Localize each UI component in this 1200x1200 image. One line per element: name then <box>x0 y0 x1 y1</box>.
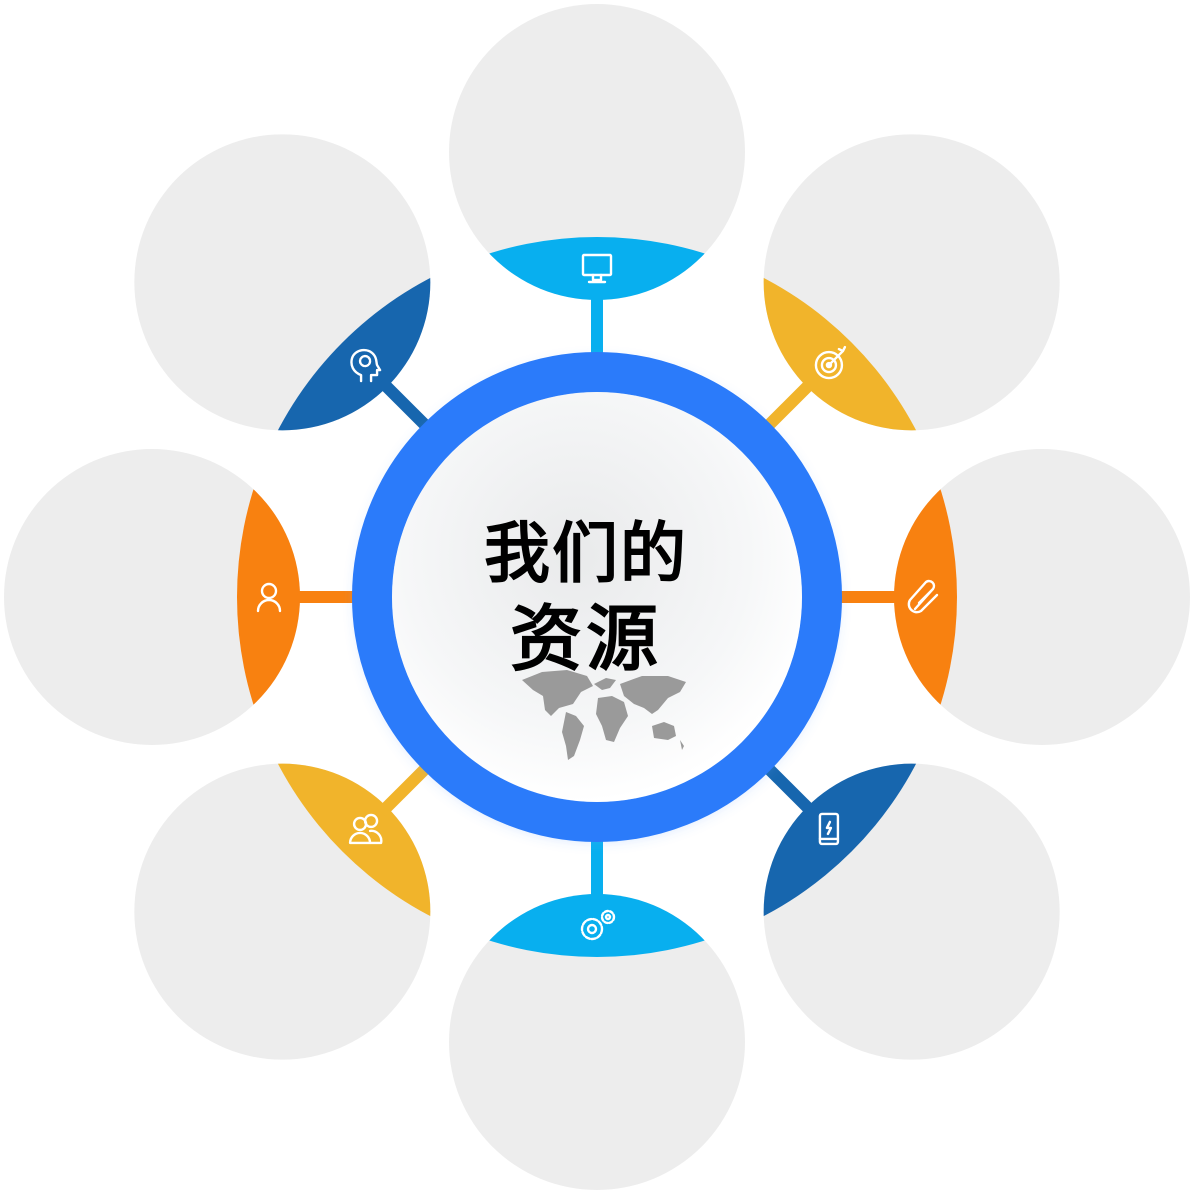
map-landmass <box>562 712 584 760</box>
target-icon <box>814 345 847 380</box>
bubble-bottom <box>449 894 745 1190</box>
user-icon <box>256 582 282 613</box>
users-icon <box>348 813 383 845</box>
map-landmass <box>652 722 676 740</box>
hub-ring <box>352 352 842 842</box>
brain-head-icon <box>350 348 382 383</box>
bubble-right <box>894 449 1190 745</box>
connector-top-left <box>377 377 432 432</box>
map-landmass <box>522 670 593 716</box>
connector-bottom-right <box>762 762 817 817</box>
center-title-line2: 资源 <box>509 597 662 681</box>
bubble-left <box>4 449 300 745</box>
tablet-icon <box>818 812 840 846</box>
map-landmass <box>596 696 628 742</box>
center-title-line1: 我们的 <box>484 515 688 592</box>
bubble-top <box>449 4 745 300</box>
connector-top-right <box>762 377 817 432</box>
paperclip-icon <box>907 579 939 614</box>
world-map-icon <box>522 670 686 760</box>
map-landmass <box>594 678 616 690</box>
gears-icon <box>580 909 616 941</box>
map-landmass <box>620 676 686 714</box>
monitor-icon <box>581 253 613 284</box>
center-hub <box>352 352 842 842</box>
hub-inner <box>392 392 802 802</box>
connector-bottom-left <box>377 762 432 817</box>
map-landmass <box>680 740 684 750</box>
